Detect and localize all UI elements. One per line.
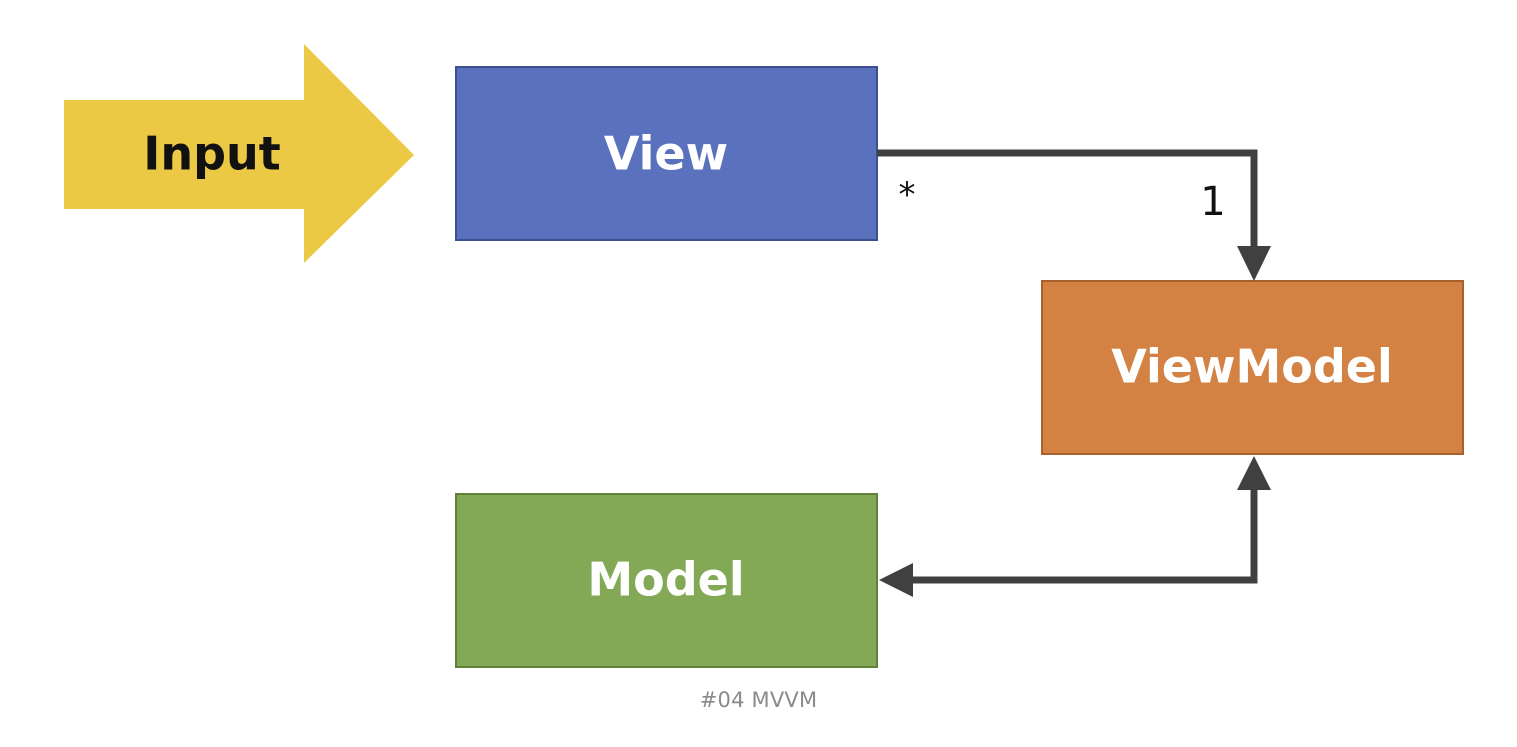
input-arrow-label: Input — [143, 127, 281, 181]
figure-caption: #04 MVVM — [699, 688, 818, 712]
viewmodel-box-label: ViewModel — [1111, 340, 1393, 394]
model-box-rect — [455, 493, 878, 668]
view-to-viewmodel-line — [877, 149, 1258, 256]
view-to-viewmodel-arrowhead — [1237, 246, 1271, 281]
viewmodel-multiplicity-label: 1 — [1200, 179, 1225, 225]
viewmodel-up-arrowhead — [1237, 456, 1271, 490]
input-arrow: Input — [64, 44, 414, 263]
view-box-label: View — [604, 127, 728, 181]
viewmodel-box: ViewModel — [1041, 280, 1464, 455]
model-box-label: Model — [587, 553, 744, 607]
view-box-rect — [455, 66, 878, 241]
view-multiplicity-label: * — [899, 175, 916, 215]
viewmodel-model-connector — [879, 456, 1271, 597]
input-arrow-shape — [64, 44, 414, 263]
viewmodel-box-rect — [1041, 280, 1464, 455]
model-left-arrowhead — [879, 563, 913, 597]
view-box: View — [455, 66, 878, 241]
model-box: Model — [455, 493, 878, 668]
view-to-viewmodel-connector: * 1 — [877, 149, 1271, 281]
viewmodel-model-line — [905, 482, 1258, 584]
